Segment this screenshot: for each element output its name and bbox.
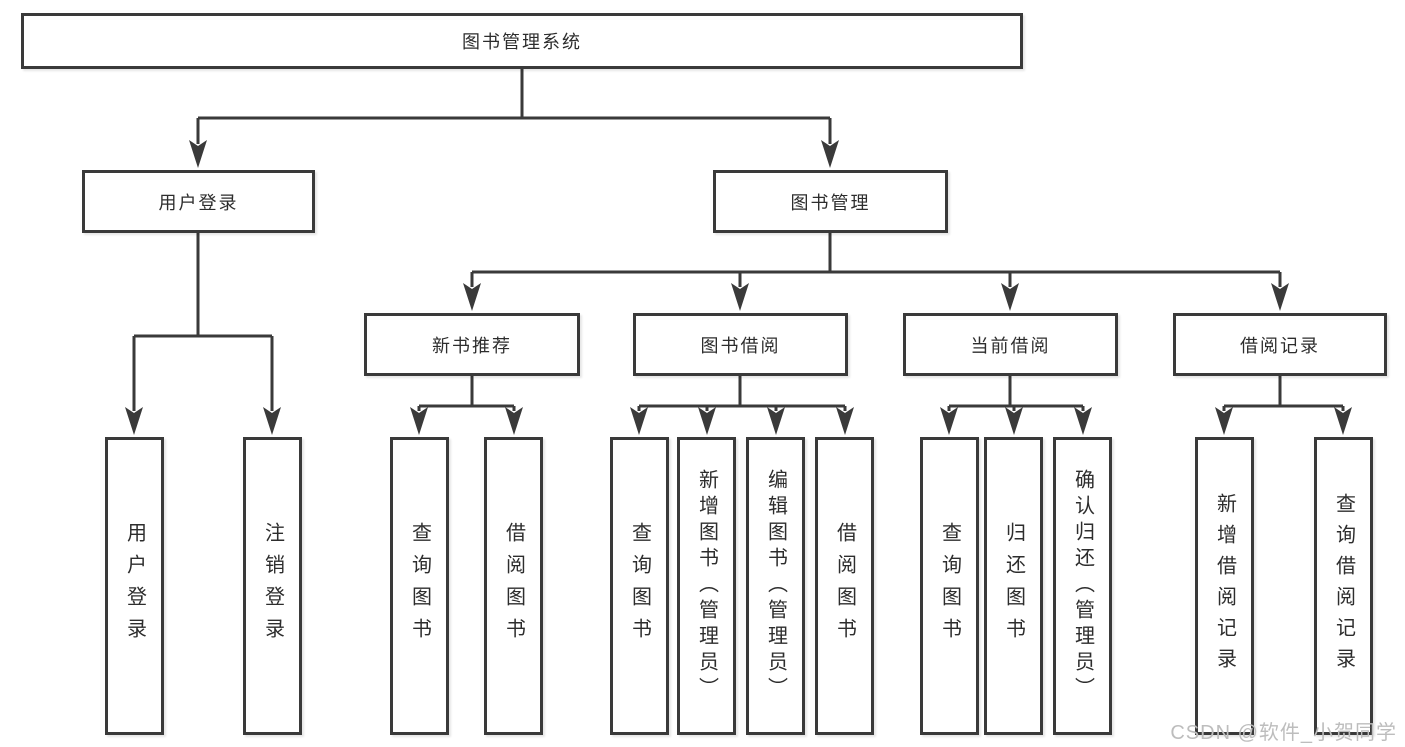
csdn-watermark: CSDN @软件_小贺同学 bbox=[1170, 722, 1397, 744]
node-label: 编辑图书（管理员） bbox=[764, 469, 787, 703]
node-label: 图书借阅 bbox=[700, 335, 781, 356]
arrow-down-icon bbox=[836, 407, 854, 435]
node-library-management-system: 图书管理系统 bbox=[21, 13, 1023, 69]
arrow-down-icon bbox=[630, 407, 648, 435]
node-leaf-edit-books-admin: 编辑图书（管理员） bbox=[746, 437, 805, 735]
node-label: 查询图书 bbox=[408, 522, 431, 650]
node-leaf-query-books-3: 查询图书 bbox=[920, 437, 979, 735]
node-current-borrowing: 当前借阅 bbox=[903, 313, 1118, 376]
arrow-down-icon bbox=[463, 283, 481, 311]
node-label: 归还图书 bbox=[1002, 522, 1025, 650]
arrow-down-icon bbox=[821, 140, 839, 168]
arrow-down-icon bbox=[410, 407, 428, 435]
node-label: 当前借阅 bbox=[970, 335, 1051, 356]
node-label: 新书推荐 bbox=[432, 335, 512, 356]
node-leaf-query-books-1: 查询图书 bbox=[390, 437, 449, 735]
node-label: 图书管理系统 bbox=[462, 32, 582, 52]
node-book-borrowing: 图书借阅 bbox=[633, 313, 848, 376]
node-leaf-borrow-books-1: 借阅图书 bbox=[484, 437, 543, 735]
arrow-down-icon bbox=[125, 407, 143, 435]
arrow-down-icon bbox=[1271, 283, 1289, 311]
node-leaf-add-borrow-record: 新增借阅记录 bbox=[1195, 437, 1254, 735]
arrow-down-icon bbox=[263, 407, 281, 435]
arrow-down-icon bbox=[1074, 407, 1092, 435]
arrow-down-icon bbox=[1005, 407, 1023, 435]
node-label: 查询图书 bbox=[938, 522, 961, 650]
node-label: 注销登录 bbox=[261, 522, 284, 650]
arrow-down-icon bbox=[189, 140, 207, 168]
arrow-down-icon bbox=[940, 407, 958, 435]
node-leaf-query-books-2: 查询图书 bbox=[610, 437, 669, 735]
node-leaf-confirm-return-admin: 确认归还（管理员） bbox=[1053, 437, 1112, 735]
node-new-book-recommendation: 新书推荐 bbox=[364, 313, 580, 376]
node-label: 查询借阅记录 bbox=[1332, 493, 1355, 679]
node-label: 用户登录 bbox=[158, 192, 239, 213]
node-user-login-branch: 用户登录 bbox=[82, 170, 315, 233]
node-leaf-user-login: 用户登录 bbox=[105, 437, 164, 735]
arrow-down-icon bbox=[505, 407, 523, 435]
arrow-down-icon bbox=[1001, 283, 1019, 311]
node-label: 图书管理 bbox=[790, 192, 871, 213]
node-leaf-query-borrow-record: 查询借阅记录 bbox=[1314, 437, 1373, 735]
node-label: 新增图书（管理员） bbox=[695, 469, 718, 703]
node-label: 用户登录 bbox=[123, 522, 146, 650]
node-book-management-branch: 图书管理 bbox=[713, 170, 948, 233]
arrow-down-icon bbox=[698, 407, 716, 435]
node-label: 确认归还（管理员） bbox=[1071, 469, 1094, 703]
node-borrowing-records: 借阅记录 bbox=[1173, 313, 1387, 376]
node-label: 新增借阅记录 bbox=[1213, 493, 1236, 679]
arrow-down-icon bbox=[1334, 407, 1352, 435]
arrow-down-icon bbox=[1215, 407, 1233, 435]
node-leaf-logout: 注销登录 bbox=[243, 437, 302, 735]
connector-strokes bbox=[132, 69, 1345, 411]
arrow-down-icon bbox=[767, 407, 785, 435]
arrow-down-icon bbox=[731, 283, 749, 311]
node-label: 借阅图书 bbox=[833, 522, 856, 650]
node-label: 借阅记录 bbox=[1240, 335, 1320, 356]
node-label: 查询图书 bbox=[628, 522, 651, 650]
node-label: 借阅图书 bbox=[502, 522, 525, 650]
node-leaf-return-books: 归还图书 bbox=[984, 437, 1043, 735]
node-leaf-borrow-books-2: 借阅图书 bbox=[815, 437, 874, 735]
node-leaf-add-books-admin: 新增图书（管理员） bbox=[677, 437, 736, 735]
arrowheads bbox=[125, 140, 1352, 435]
